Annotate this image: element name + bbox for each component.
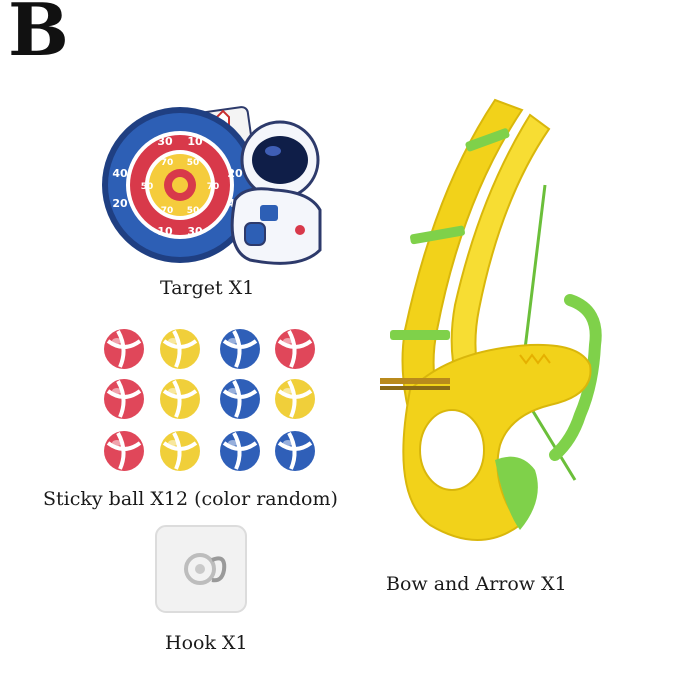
sticky-ball — [220, 379, 260, 419]
svg-text:20: 20 — [112, 197, 128, 210]
svg-text:90: 90 — [174, 192, 186, 201]
hook-caption: Hook X1 — [165, 632, 248, 654]
svg-text:30: 30 — [157, 135, 173, 148]
sticky-ball — [160, 329, 200, 369]
svg-text:70: 70 — [161, 158, 174, 168]
svg-text:70: 70 — [161, 206, 174, 216]
variant-letter: B — [8, 0, 69, 72]
astronaut-figure — [230, 120, 322, 265]
sticky-ball — [220, 431, 260, 471]
sticky-ball — [104, 329, 144, 369]
sticky-ball — [275, 431, 315, 471]
sticky-ball — [104, 431, 144, 471]
svg-text:90: 90 — [174, 170, 186, 179]
svg-text:70: 70 — [207, 182, 220, 192]
sticky-balls-image — [104, 329, 315, 471]
balls-caption: Sticky ball X12 (color random) — [43, 488, 338, 510]
sticky-ball — [220, 329, 260, 369]
bow-image — [380, 98, 602, 541]
sticky-ball — [104, 379, 144, 419]
svg-text:50: 50 — [141, 182, 154, 192]
sticky-ball — [160, 379, 200, 419]
svg-text:50: 50 — [187, 206, 200, 216]
svg-text:20: 20 — [227, 167, 243, 180]
svg-text:50: 50 — [187, 158, 200, 168]
bow-caption: Bow and Arrow X1 — [386, 573, 567, 595]
sticky-ball — [275, 379, 315, 419]
sticky-ball — [275, 329, 315, 369]
svg-text:30: 30 — [187, 225, 203, 238]
target-caption: Target X1 — [160, 277, 255, 299]
sticky-ball — [160, 431, 200, 471]
svg-text:10: 10 — [157, 225, 173, 238]
svg-text:40: 40 — [112, 167, 128, 180]
svg-text:10: 10 — [187, 135, 203, 148]
hook-image — [155, 525, 247, 613]
